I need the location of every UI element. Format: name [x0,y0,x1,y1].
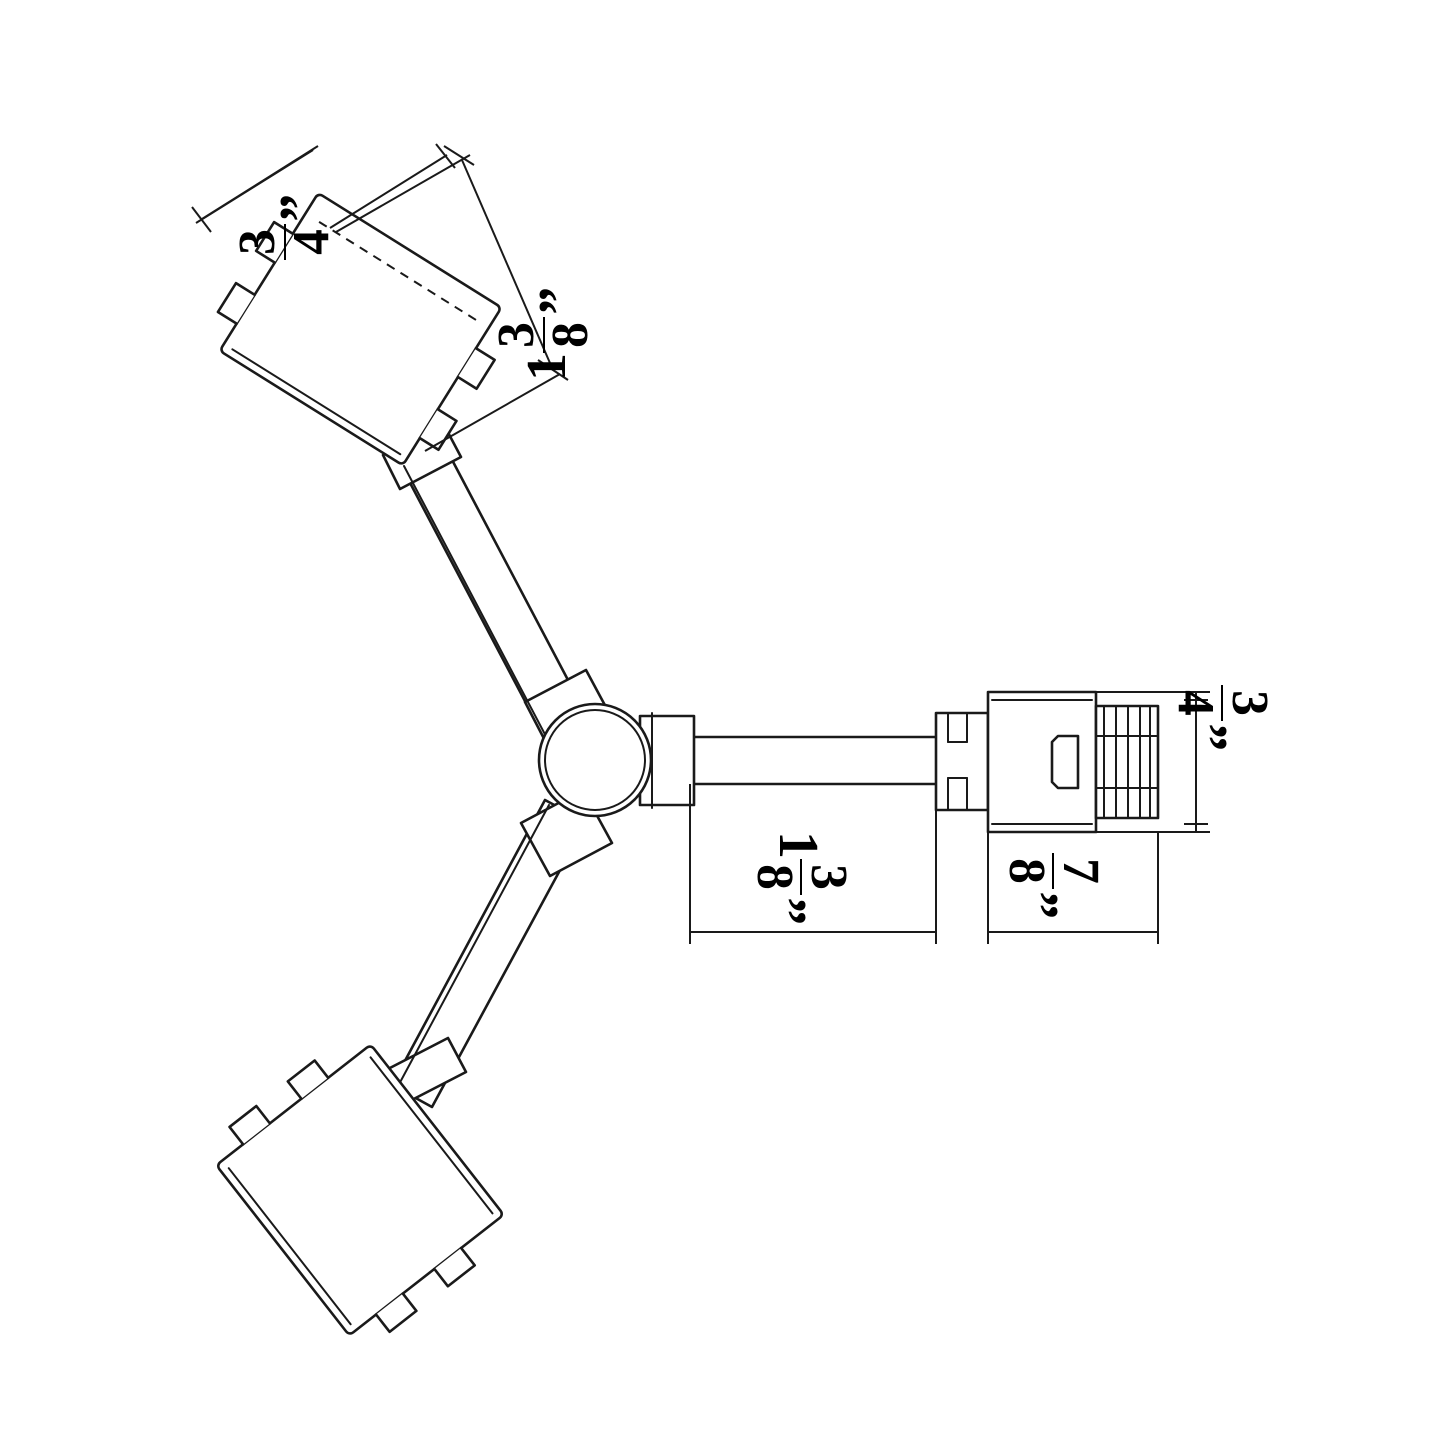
dimension-right-height [1096,691,1210,833]
dim-unit-4: ” [755,897,818,926]
right-tube-coupling [934,711,990,812]
dim-whole-4: 1 [767,831,830,859]
dimension-top-left-width [191,143,456,233]
hub-ball-inner [544,709,646,811]
central-hub [381,421,990,1109]
dim-unit-3: ” [1176,723,1239,752]
dimension-right-connector-length [987,832,1159,944]
dim-whole-2: 1 [515,353,578,381]
threaded-nose [1094,704,1160,820]
dim-unit-5: ” [1007,891,1070,920]
dim-unit-1: ” [268,193,331,222]
dimension-top-left-length [335,145,569,452]
connector-right [986,690,1160,834]
dimension-center-to-connector [689,784,937,944]
hub-ball-outer [537,702,653,818]
dim-unit-2: ” [527,286,590,315]
connector-lower-left [217,1045,503,1335]
arm-lower-left [384,788,614,1109]
connector-upper-left [216,193,501,465]
